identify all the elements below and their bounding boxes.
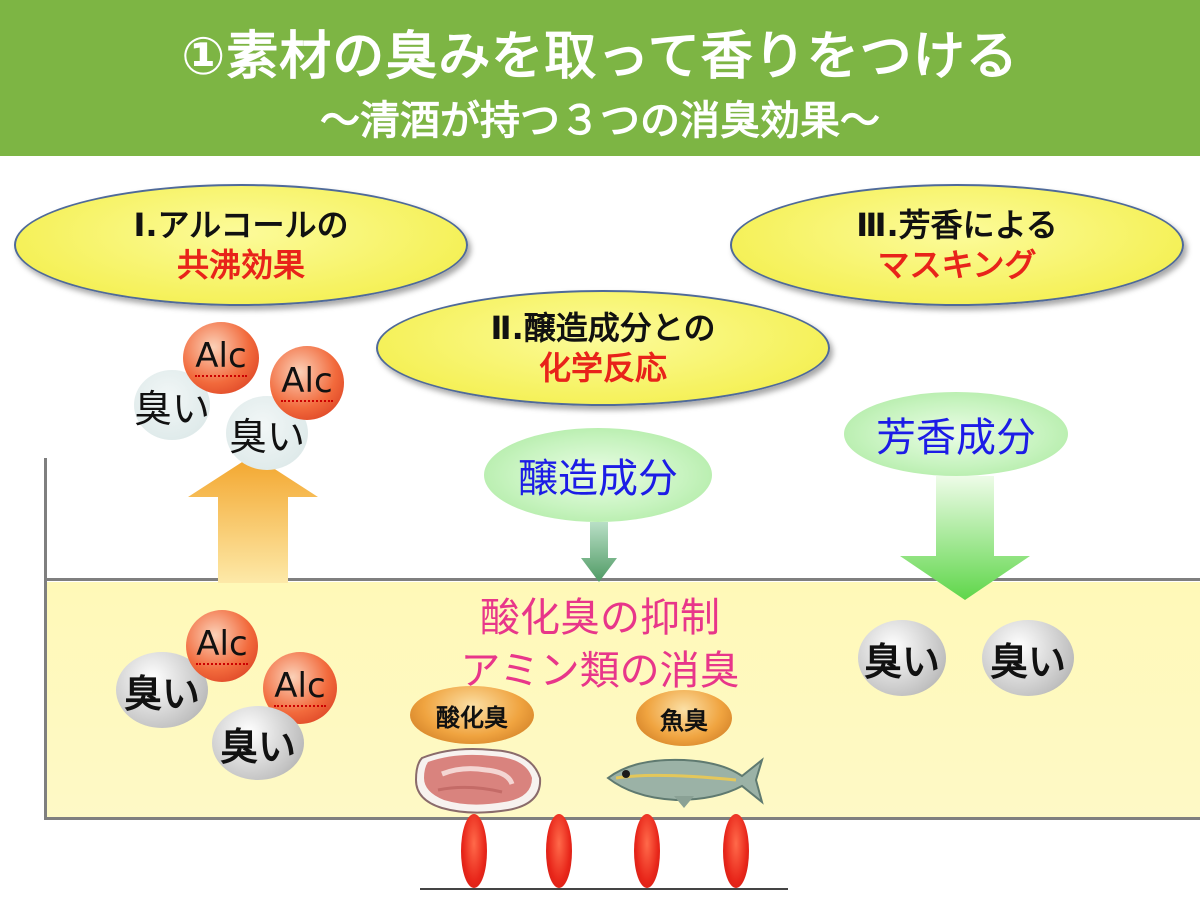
effect-2-line2: 化学反応 [538,349,667,387]
oxidized-odor-badge: 酸化臭 [410,686,534,744]
pot-left-wall [44,458,47,820]
effect-1-line1: Ⅰ.アルコールの [133,206,349,244]
page-title: ①素材の臭みを取って香りをつける [181,27,1019,87]
fish-icon [606,757,764,808]
alc-label: Alc [196,624,248,665]
effect-3-line1: Ⅲ.芳香による [856,206,1058,244]
stove-line [420,888,788,890]
alc-bubble: Alc [270,346,344,420]
effect-1-line2: 共沸効果 [176,246,305,284]
effect-oval-3: Ⅲ.芳香による マスキング [730,184,1184,306]
arrow-down-icon [581,522,617,582]
alc-label: Alc [195,336,247,377]
odor-bubble: 臭い [982,620,1074,696]
odor-bubble: 臭い [212,706,304,780]
pot-bottom [44,817,1200,820]
arrow-down-icon [900,476,1030,600]
title-bar [0,0,1200,156]
flame-icon [546,814,572,888]
alc-bubble: Alc [183,322,259,394]
odor-bubble: 臭い [858,620,946,696]
effect-text-line1: 酸化臭の抑制 [480,595,720,641]
effect-text-line2: アミン類の消臭 [460,648,740,694]
liquid-surface-line [47,578,1200,581]
fish-odor-badge: 魚臭 [636,690,732,746]
arrow-up-icon [188,455,318,583]
odor-bubble: 臭い [226,396,308,470]
meat-icon [414,748,542,814]
alc-bubble: Alc [186,610,258,682]
effect-3-line2: マスキング [877,246,1037,284]
effect-2-line1: Ⅱ.醸造成分との [490,309,716,347]
brewing-component-oval: 醸造成分 [484,428,712,522]
alc-label: Alc [274,666,326,707]
effect-oval-1: Ⅰ.アルコールの 共沸効果 [14,184,468,306]
flame-icon [461,814,487,888]
flame-icon [634,814,660,888]
effect-oval-2: Ⅱ.醸造成分との 化学反応 [376,290,830,406]
alc-label: Alc [281,361,333,402]
flame-icon [723,814,749,888]
alc-bubble: Alc [263,652,337,724]
page-subtitle: ～清酒が持つ３つの消臭効果～ [320,98,880,144]
aroma-component-oval: 芳香成分 [844,392,1068,476]
